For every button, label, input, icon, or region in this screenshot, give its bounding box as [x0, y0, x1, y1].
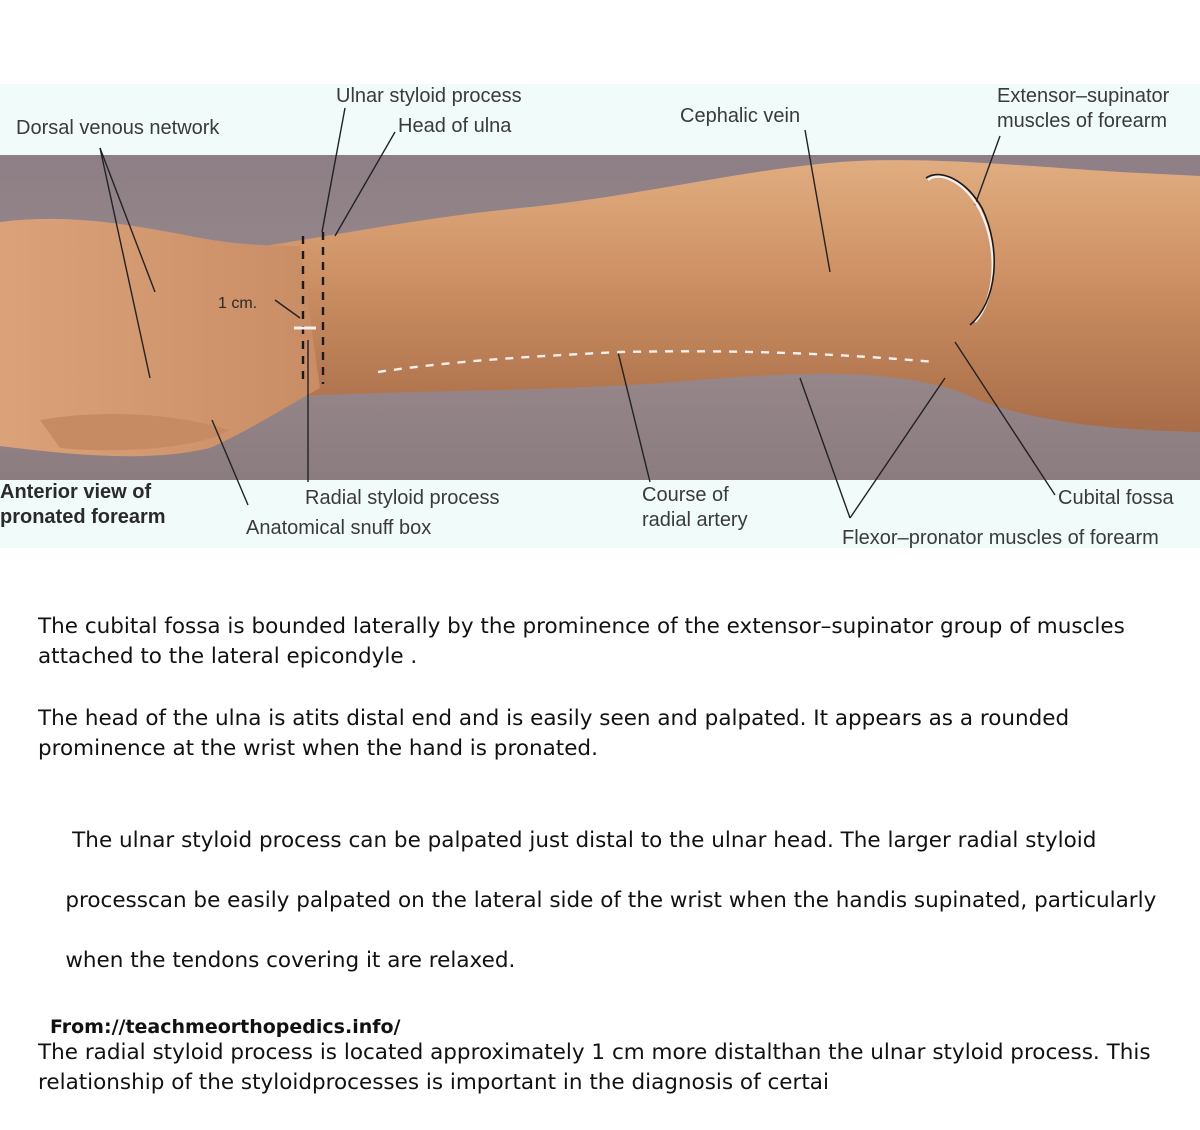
label-head-of-ulna: Head of ulna [398, 115, 512, 137]
paragraph-line: The head of the ulna is atits distal end… [38, 706, 1070, 731]
paragraph-line: The radial styloid process is located ap… [38, 1040, 1151, 1065]
paragraph-line: prominence at the wrist when the hand is… [38, 736, 598, 761]
paragraph-radial-styloid: The radial styloid process is located ap… [38, 1038, 1200, 1098]
radial-artery-course [377, 350, 936, 374]
label-anterior-view-line2: pronated forearm [0, 506, 166, 528]
extensor-outline-dark [925, 173, 995, 326]
label-extensor-supinator-line2: muscles of forearm [997, 110, 1168, 132]
label-cubital-fossa: Cubital fossa [1058, 487, 1174, 509]
paragraph-ulnar-styloid: The ulnar styloid process can be palpate… [38, 796, 1200, 1006]
dashed-guide-lines [301, 232, 325, 384]
label-dorsal-venous-network: Dorsal venous network [16, 117, 220, 139]
paragraph-cubital-fossa: The cubital fossa is bounded laterally b… [38, 612, 1200, 672]
leader-lines [99, 107, 1056, 519]
forearm-shape [240, 160, 1200, 432]
label-one-cm: 1 cm. [218, 295, 258, 312]
description-text: The cubital fossa is bounded laterally b… [38, 612, 1200, 1130]
label-extensor-supinator-line1: Extensor–supinator [997, 85, 1170, 107]
label-ulnar-styloid-process: Ulnar styloid process [336, 85, 522, 107]
paragraph-line: attached to the lateral epicondyle . [38, 644, 418, 669]
hand-shape [0, 218, 320, 457]
label-course-radial-artery-line1: Course of [642, 484, 729, 506]
paragraph-line: The ulnar styloid process can be palpate… [65, 828, 1097, 853]
paragraph-line: relationship of the styloidprocesses is … [38, 1070, 829, 1095]
paragraph-head-of-ulna: The head of the ulna is atits distal end… [38, 704, 1200, 764]
label-cephalic-vein: Cephalic vein [680, 105, 801, 127]
label-anterior-view-line1: Anterior view of [0, 481, 152, 503]
source-credit: From://teachmeorthopedics.info/ [50, 1016, 401, 1038]
paragraph-line: processcan be easily palpated on the lat… [65, 888, 1157, 913]
paragraph-line: The cubital fossa is bounded laterally b… [38, 614, 1125, 639]
thumb-shape [40, 414, 230, 451]
forearm-illustration [0, 107, 1200, 519]
label-anatomical-snuff-box: Anatomical snuff box [246, 517, 432, 539]
paragraph-line: when the tendons covering it are relaxed… [65, 948, 516, 973]
label-radial-styloid-process: Radial styloid process [305, 487, 500, 509]
label-flexor-pronator: Flexor–pronator muscles of forearm [842, 527, 1159, 549]
label-course-radial-artery-line2: radial artery [642, 509, 748, 531]
